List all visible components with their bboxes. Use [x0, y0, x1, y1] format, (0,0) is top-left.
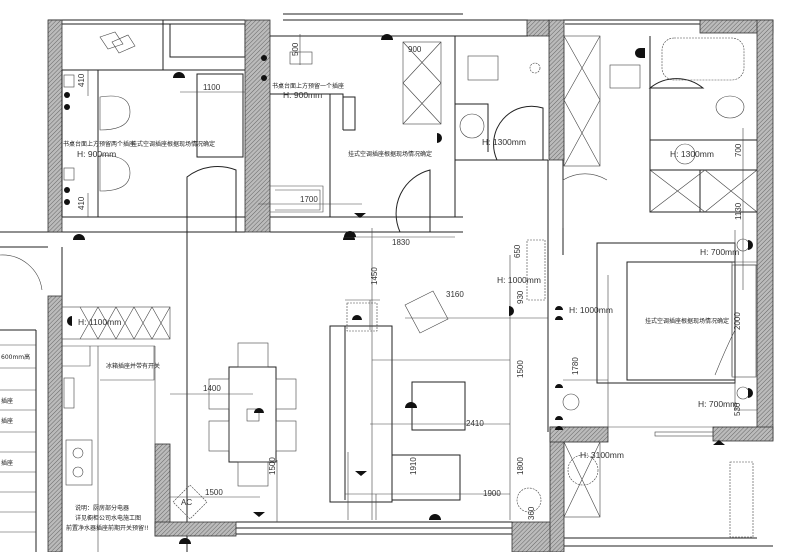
note-bed2-ac: 挂式空调插座根据现场情况确定	[348, 150, 432, 158]
dim-500: 500	[291, 42, 300, 56]
height-wc2: H: 1300mm	[670, 149, 714, 159]
kitchen-note-1: 说明：厨房部分电器	[75, 504, 129, 512]
height-master-2: H: 700mm	[698, 399, 737, 409]
dim-1100: 1100	[203, 83, 221, 92]
dim-1500-vertical: 1500	[516, 360, 525, 378]
stair-area: 600mm高 插座 插座 插座	[0, 254, 43, 552]
dim-1910: 1910	[409, 457, 418, 475]
height-living-2: H: 1000mm	[569, 305, 613, 315]
bathroom-2: 700 1130 H: 1300mm	[562, 35, 758, 290]
dim-410-bottom: 410	[77, 196, 86, 210]
height-bed1-desk: H: 900mm	[77, 149, 116, 159]
dim-650: 650	[513, 244, 522, 258]
stair-label-2: 插座	[1, 397, 13, 405]
dim-3160: 3160	[446, 290, 464, 299]
note-master-ac: 挂式空调插座根据现场情况确定	[645, 317, 729, 325]
stair-label-1: 600mm高	[1, 353, 30, 361]
kitchen: H: 1100mm 冰箱插座并带有开关 说明：厨房部分电器 详见橱柜公司水电施工…	[61, 306, 171, 552]
dim-1130: 1130	[734, 202, 743, 220]
note-bed2-socket: 书桌台面上方预留一个插座	[272, 82, 344, 90]
ac-label: AC	[181, 498, 192, 507]
dim-1700: 1700	[300, 195, 318, 204]
living-dining: 1830 1450 3160 650 930 1500 2410 1910 18…	[170, 228, 613, 544]
dim-1780: 1780	[571, 357, 580, 375]
dim-1900: 1900	[483, 489, 501, 498]
dim-410-top: 410	[77, 73, 86, 87]
dim-2410: 2410	[466, 419, 484, 428]
height-kitchen: H: 1100mm	[78, 317, 121, 327]
dim-930: 930	[516, 290, 525, 304]
dim-360: 360	[527, 506, 536, 520]
stair-label-3: 插座	[1, 417, 13, 425]
master-bedroom: H: 700mm H: 700mm 挂式空调插座根据现场情况确定 2000 53…	[555, 230, 757, 445]
dim-1800: 1800	[516, 457, 525, 475]
dim-900: 900	[408, 45, 422, 54]
dim-1400: 1400	[203, 384, 221, 393]
bathroom-1: H: 1300mm	[455, 55, 548, 161]
kitchen-note-2: 详见橱柜公司水电施工图	[75, 514, 141, 522]
height-living-1: H: 1000mm	[497, 275, 541, 285]
bedroom-left: 410 410 1100 书桌台面上方预留两个插座 挂式空调插座根据现场情况确定…	[61, 31, 245, 240]
outer-lines	[0, 13, 773, 552]
dim-700: 700	[734, 143, 743, 157]
balcony: H: 3100mm	[563, 441, 754, 538]
dim-1500-dining: 1500	[205, 488, 223, 497]
height-balcony: H: 3100mm	[580, 450, 624, 460]
dim-2000: 2000	[733, 312, 742, 330]
stair-label-4: 插座	[1, 459, 13, 467]
dim-1500-table: 1500	[268, 457, 277, 475]
height-master-1: H: 700mm	[700, 247, 739, 257]
walls	[47, 19, 774, 552]
bedroom-middle: 500 900 1700 书桌台面上方预留一个插座 H: 900mm 挂式空调插…	[258, 34, 528, 240]
dim-1450: 1450	[370, 267, 379, 285]
dim-530: 530	[733, 402, 742, 416]
height-bed2-desk: H: 900mm	[283, 90, 322, 100]
note-bed1-socket: 书桌台面上方预留两个插座	[63, 140, 135, 148]
dim-1830: 1830	[392, 238, 410, 247]
note-bed1-ac: 挂式空调插座根据现场情况确定	[131, 140, 215, 148]
height-wc1: H: 1300mm	[482, 137, 526, 147]
kitchen-note-3: 前置净水器插座前期开关预留!!	[66, 524, 149, 532]
note-fridge: 冰箱插座并带有开关	[106, 362, 160, 370]
